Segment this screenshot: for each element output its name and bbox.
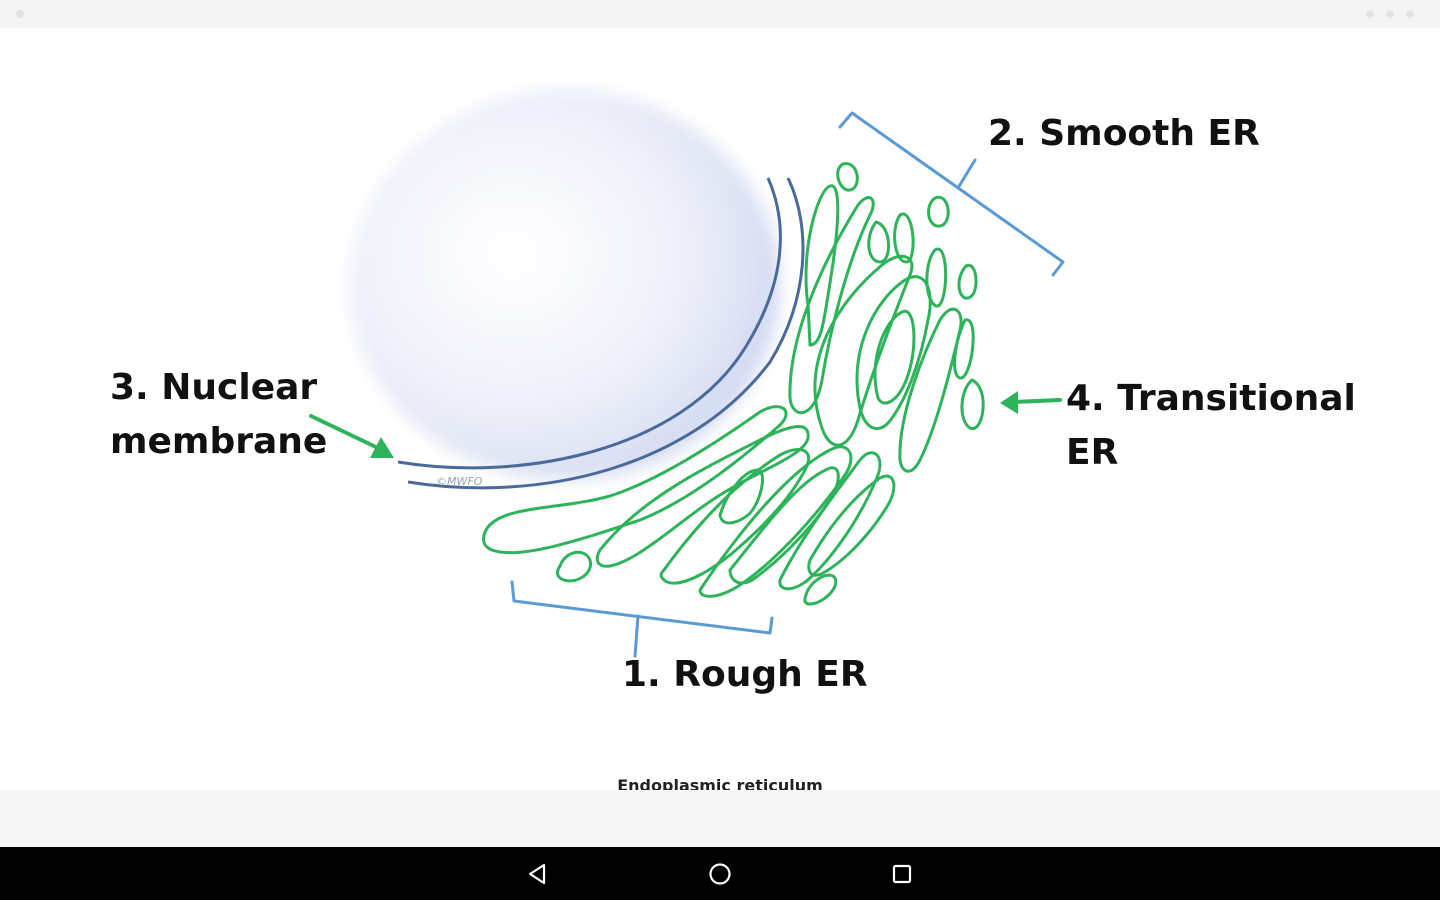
- status-wifi-icon: [1386, 10, 1394, 18]
- nuclear-arrow-head: [370, 437, 394, 458]
- diagram-area: ©MWFO 2. Smooth ER 3. Nuclear membrane 4…: [0, 28, 1440, 795]
- square-recents-icon: [892, 864, 912, 883]
- triangle-back-icon: [528, 863, 546, 884]
- arrows: [309, 391, 1062, 458]
- recents-button[interactable]: [862, 847, 942, 900]
- label-transitional-line2: ER: [1066, 432, 1119, 473]
- label-rough-er: 1. Rough ER: [622, 654, 868, 695]
- home-button[interactable]: [680, 847, 760, 900]
- smooth-er-tubules: [788, 162, 985, 473]
- back-button[interactable]: [498, 847, 578, 900]
- bottom-strip: [0, 790, 1440, 847]
- label-nuclear-line2: membrane: [110, 421, 328, 462]
- transitional-arrow-head: [1000, 391, 1018, 414]
- label-transitional-line1: 4. Transitional: [1066, 378, 1356, 419]
- brackets: [510, 111, 1065, 658]
- copyright-watermark: ©MWFO: [436, 475, 483, 488]
- label-smooth-er: 2. Smooth ER: [988, 113, 1260, 154]
- rough-er-bracket-stem: [633, 614, 640, 658]
- rough-er-bracket: [510, 580, 774, 635]
- status-bar: [0, 0, 1440, 28]
- circle-home-icon: [709, 862, 731, 885]
- status-notification-icon: [16, 10, 24, 18]
- nuclear-membrane: [397, 177, 805, 490]
- nucleus-shape: [350, 90, 780, 480]
- status-signal-icon: [1366, 10, 1374, 18]
- status-battery-icon: [1406, 10, 1414, 18]
- label-nuclear-line1: 3. Nuclear: [110, 367, 318, 408]
- navigation-bar: [0, 847, 1440, 900]
- rough-er-cisternae: [482, 405, 896, 606]
- transitional-arrow-shaft: [1012, 398, 1062, 404]
- smooth-er-bracket-stem: [956, 158, 977, 190]
- er-diagram: [309, 90, 1065, 658]
- nuclear-arrow-shaft: [309, 414, 380, 450]
